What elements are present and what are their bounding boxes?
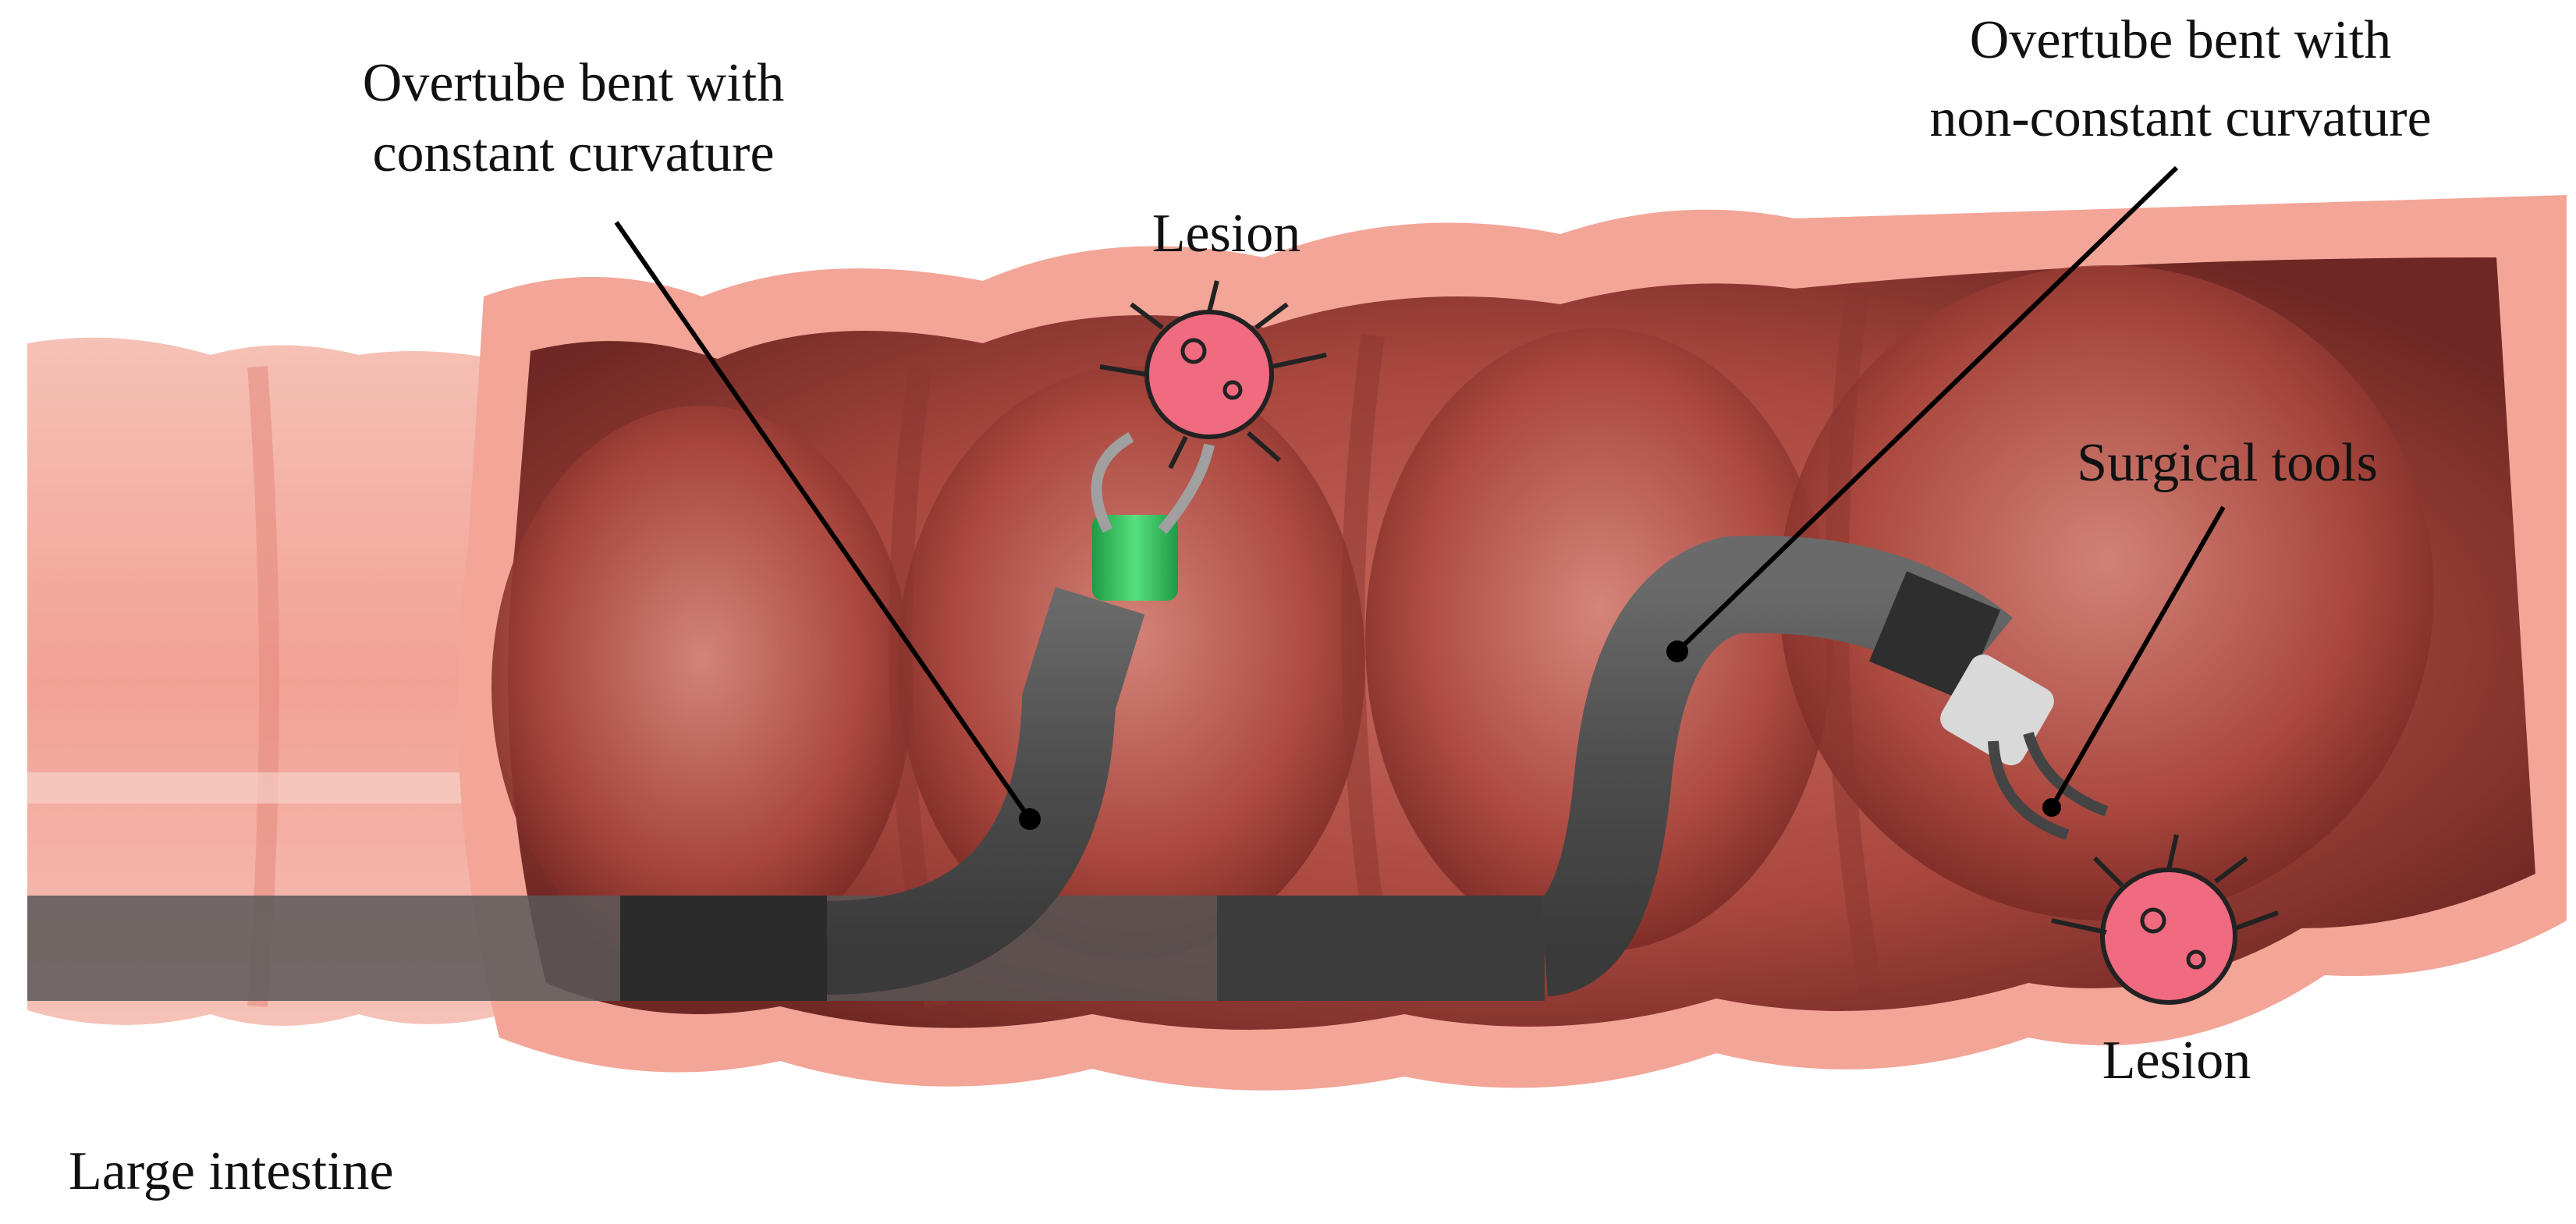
label-surgical-tools: Surgical tools — [2077, 431, 2378, 496]
label-large-intestine: Large intestine — [69, 1139, 394, 1204]
pointer-dot-tools — [2042, 798, 2061, 817]
label-overtube-constant-line1: Overtube bent with — [363, 51, 784, 116]
label-lesion-bottom: Lesion — [2102, 1028, 2251, 1094]
pointer-dot-nonconstant — [1666, 640, 1688, 662]
pointer-dot-constant — [1019, 808, 1041, 830]
label-overtube-nonconstant-line1: Overtube bent with — [1970, 8, 2391, 73]
label-overtube-constant-line2: constant curvature — [372, 121, 774, 186]
label-lesion-top: Lesion — [1152, 201, 1301, 267]
label-overtube-nonconstant-line2: non-constant curvature — [1929, 86, 2431, 151]
overtube-base — [27, 896, 1545, 1001]
